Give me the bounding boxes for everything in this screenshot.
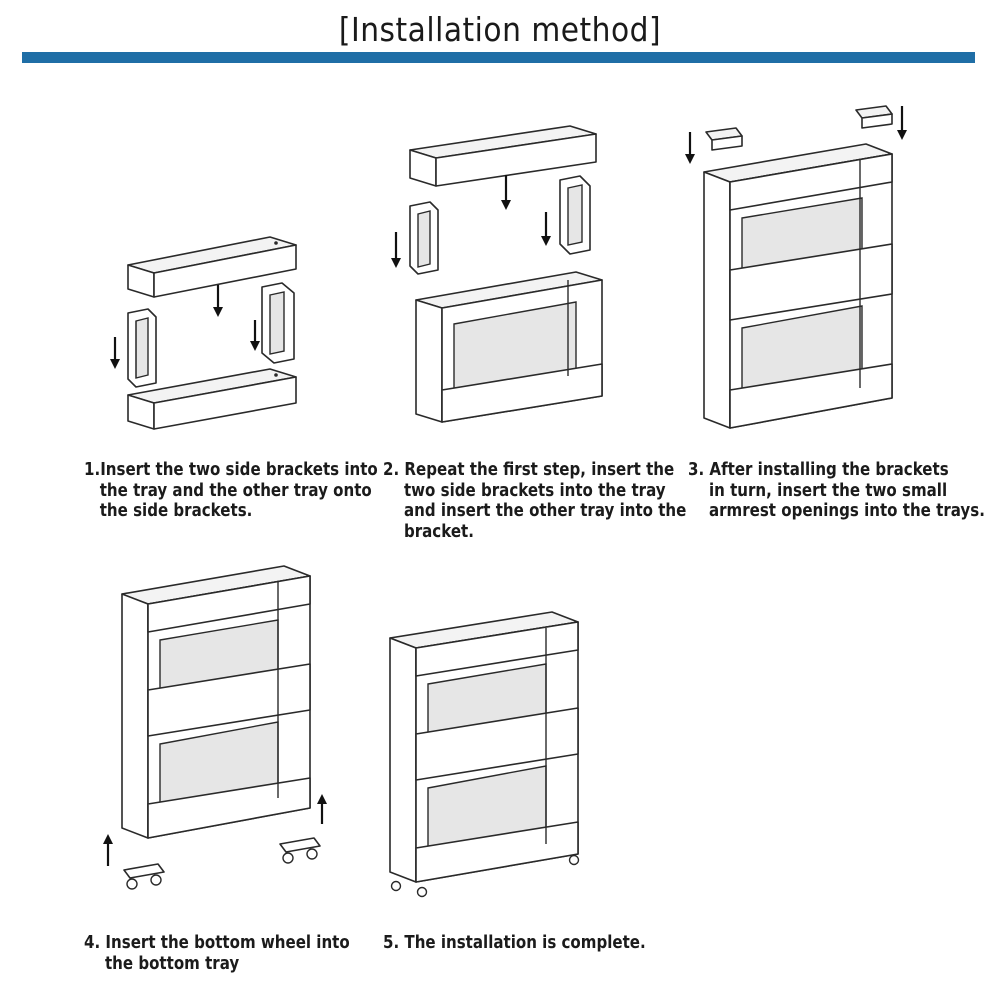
up-arrow-icon	[317, 794, 327, 824]
wheels	[390, 854, 580, 898]
side-bracket-left	[409, 201, 439, 275]
down-arrow-icon	[250, 320, 260, 351]
step-1-illustration	[100, 225, 320, 440]
step-1-caption: 1.Insert the two side brackets into the …	[84, 460, 378, 521]
title-divider	[22, 52, 975, 63]
partial-shelf-unit	[415, 271, 603, 423]
armrest-piece-right	[855, 105, 893, 129]
bottom-tray-part	[127, 368, 297, 430]
step-4-caption: 4. Insert the bottom wheel into the bott…	[84, 933, 350, 974]
step-3-illustration	[670, 98, 910, 438]
page-title: [Installation method]	[338, 10, 662, 49]
step-5-illustration	[380, 610, 600, 900]
armrest-piece-left	[705, 127, 743, 151]
step-4-illustration	[98, 560, 338, 900]
step-3-caption: 3. After installing the brackets in turn…	[688, 460, 985, 521]
down-arrow-icon	[110, 337, 120, 369]
down-arrow-icon	[897, 106, 907, 140]
step-5-caption: 5. The installation is complete.	[383, 933, 646, 953]
side-bracket-left	[127, 308, 157, 388]
down-arrow-icon	[541, 212, 551, 246]
two-tier-shelf-unit	[703, 143, 893, 429]
down-arrow-icon	[391, 232, 401, 268]
up-arrow-icon	[103, 834, 113, 866]
down-arrow-icon	[501, 175, 511, 210]
wheel-left	[123, 863, 165, 890]
down-arrow-icon	[213, 285, 223, 317]
side-bracket-right	[559, 175, 591, 255]
top-tray-part	[409, 125, 597, 187]
down-arrow-icon	[685, 132, 695, 164]
step-2-caption: 2. Repeat the first step, insert the two…	[383, 460, 687, 542]
side-bracket-right	[261, 282, 295, 364]
wheel-right	[279, 837, 321, 864]
completed-shelf-unit	[389, 611, 579, 883]
step-2-illustration	[380, 120, 620, 440]
shelf-unit-without-wheels	[121, 565, 311, 839]
top-tray-part	[127, 236, 297, 298]
